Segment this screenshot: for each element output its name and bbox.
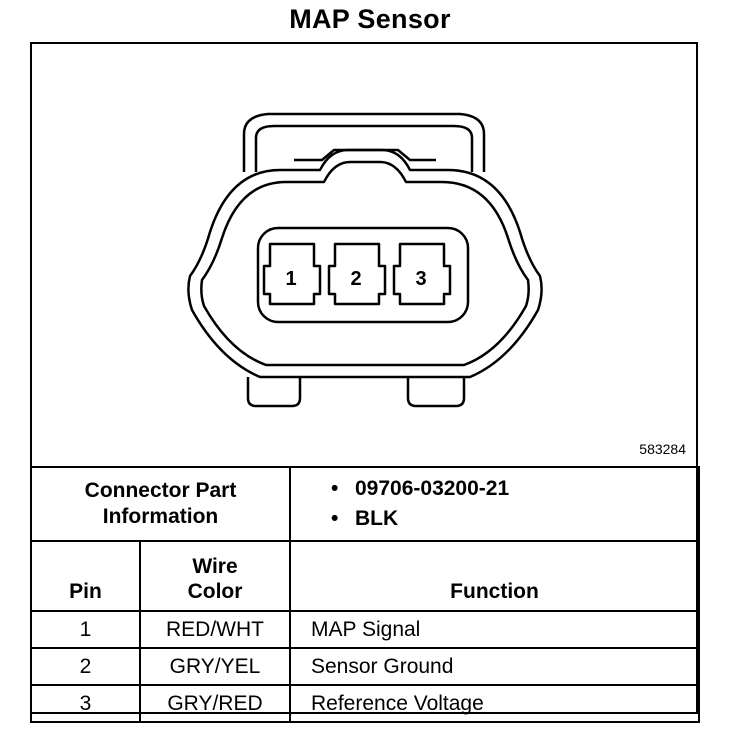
pin-label-3: 3	[415, 268, 426, 290]
connector-foot-right	[406, 377, 466, 408]
table-row: 2 GRY/YEL Sensor Ground	[30, 647, 700, 686]
wire-color-cell: RED/WHT	[139, 610, 291, 649]
wire-color-cell: GRY/RED	[139, 684, 291, 723]
part-info-row: Connector Part Information •09706-03200-…	[30, 466, 700, 542]
connector-latch	[242, 112, 486, 172]
terminal-1	[262, 242, 322, 306]
figure-number: 583284	[639, 441, 686, 457]
connector-latch-tab	[294, 148, 436, 162]
header-wire-color: Wire Color	[139, 540, 291, 612]
header-function: Function	[289, 540, 700, 612]
connector-drawing: 1 2 3	[187, 112, 543, 408]
connector-figure: 1 2 3 583284	[30, 42, 698, 466]
connector-housing-inner	[200, 160, 530, 367]
connector-latch-inner	[254, 124, 474, 172]
pin-cell: 3	[30, 684, 141, 723]
pin-cavity	[256, 226, 470, 324]
pin-cell: 1	[30, 610, 141, 649]
terminal-3	[392, 242, 452, 306]
part-info-values: •09706-03200-21 •BLK	[289, 466, 700, 542]
header-pin: Pin	[30, 540, 141, 612]
connector-color: •BLK	[331, 507, 399, 530]
terminal-2	[327, 242, 387, 306]
table-row: 3 GRY/RED Reference Voltage	[30, 684, 700, 723]
table-row: 1 RED/WHT MAP Signal	[30, 610, 700, 649]
page-title: MAP Sensor	[289, 4, 451, 34]
connector-housing-outer	[187, 148, 543, 379]
connector-foot-left	[246, 377, 302, 408]
part-info-label: Connector Part Information	[30, 466, 291, 542]
pin-cell: 2	[30, 647, 141, 686]
pin-label-1: 1	[285, 268, 296, 290]
wire-color-cell: GRY/YEL	[139, 647, 291, 686]
function-cell: Reference Voltage	[289, 684, 700, 723]
connector-table: Connector Part Information •09706-03200-…	[30, 466, 700, 723]
part-number: •09706-03200-21	[331, 477, 510, 500]
function-cell: MAP Signal	[289, 610, 700, 649]
function-cell: Sensor Ground	[289, 647, 700, 686]
table-header: Pin Wire Color Function	[30, 540, 700, 612]
pin-label-2: 2	[350, 268, 361, 290]
